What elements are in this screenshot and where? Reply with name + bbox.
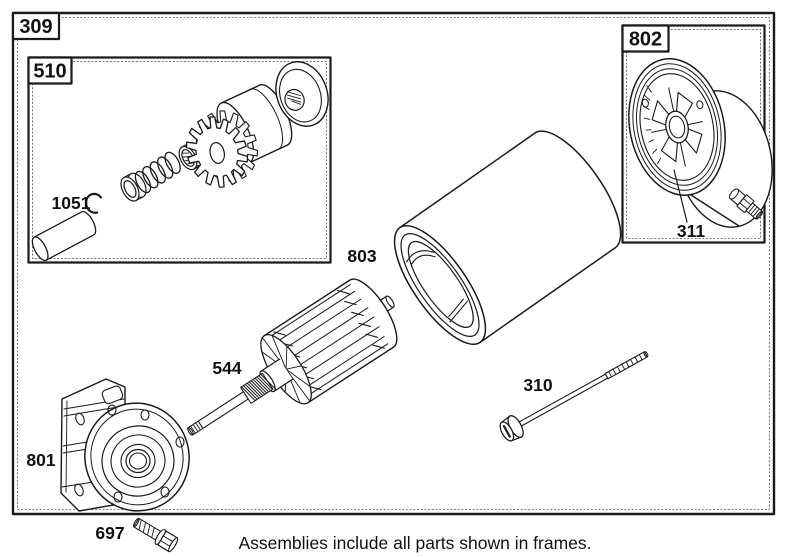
drive-assembly-frame (27, 56, 332, 264)
end-cap-frame-label-box (621, 24, 670, 53)
brush-end-cap-illustration (628, 58, 773, 228)
bell-retainer-illustration (275, 61, 329, 127)
drive-end-cap-illustration (60, 378, 190, 512)
pinion-gear-illustration (185, 116, 249, 188)
diagram-artwork (11, 11, 776, 553)
drive-frame-label-box (27, 56, 73, 85)
diagram-caption: Assemblies include all parts shown in fr… (238, 533, 591, 553)
drive-spring-illustration (134, 151, 181, 194)
mounting-bolt-illustration (133, 517, 179, 553)
part-label-311: 311 (677, 221, 705, 241)
cup-washer-illustration (120, 172, 147, 202)
frame-label-510: 510 (33, 61, 66, 83)
brush-holder-cross (651, 87, 703, 167)
part-label-1051: 1051 (52, 193, 91, 213)
motor-housing-illustration (393, 130, 622, 345)
retaining-clip-illustration (84, 192, 103, 214)
leader-line-311 (673, 169, 688, 223)
part-label-801: 801 (26, 450, 55, 470)
part-label-310: 310 (523, 375, 552, 395)
terminal-stud-illustration (729, 188, 763, 220)
part-label-803: 803 (347, 246, 376, 266)
drive-gear-assembly-illustration (31, 61, 329, 262)
through-bolt-illustration (499, 351, 649, 442)
part-label-697: 697 (95, 523, 124, 543)
shaft-spline-helix (240, 373, 275, 402)
diagram-labels: 309 510 802 1051 803 544 801 311 310 697… (19, 16, 705, 553)
frame-label-802: 802 (629, 29, 662, 51)
frame-label-309: 309 (19, 16, 52, 38)
main-frame-label-box (11, 11, 61, 41)
part-label-544: 544 (212, 358, 241, 378)
roll-pin-illustration (31, 210, 97, 262)
commutator-bore (641, 98, 704, 144)
main-frame (11, 11, 776, 516)
armature-illustration (187, 278, 398, 436)
